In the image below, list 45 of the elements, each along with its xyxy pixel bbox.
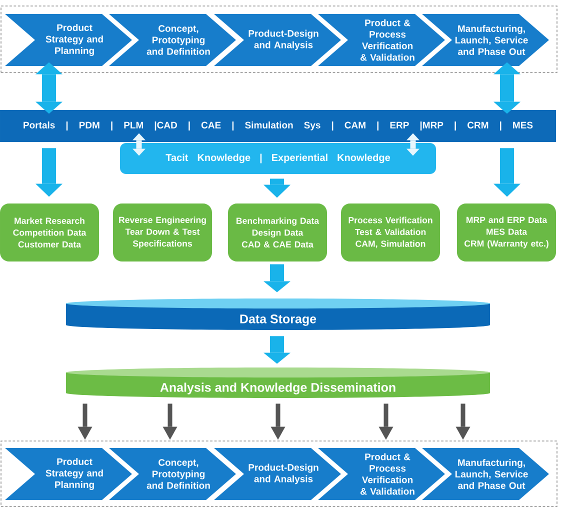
arrow [270, 404, 286, 440]
node-label: Concept, Prototyping and Definition [146, 25, 210, 55]
chevron-step: Concept, Prototyping and Definition [109, 14, 236, 66]
chevron-step: Product Strategy and Planning [5, 14, 132, 66]
chevron-step: Manufacturing, Launch, Service and Phase Out [422, 14, 549, 66]
node-label: Manufacturing, Launch, Service and Phase Out [455, 25, 528, 55]
node-label: Concept, Prototyping and Definition [146, 459, 210, 489]
data-card: Market Research Competition Data Customer Data [0, 203, 99, 262]
dashed-frame [0, 6, 558, 73]
chevron-step: Product-Design and Analysis [214, 14, 341, 66]
data-card: MRP and ERP Data MES Data CRM (Warranty etc.) [457, 203, 556, 262]
node-label: Product & Process Verification & Validation [360, 453, 414, 495]
node-label: Manufacturing, Launch, Service and Phase Out [455, 458, 528, 489]
arrow [36, 148, 62, 197]
chevron-step: Product & Process Verification & Validation [318, 448, 445, 500]
disc-band: Data Storage [66, 298, 490, 330]
data-card: Process Verification Test & Validation CAM, Simulation [341, 203, 440, 262]
double-arrow [406, 133, 420, 156]
chevron-step: Product & Process Verification & Validation [318, 14, 445, 66]
chevron-step: Manufacturing, Launch, Service and Phase Out [422, 448, 549, 500]
arrow [456, 404, 470, 440]
arrow [78, 404, 92, 440]
disc-band: Analysis and Knowledge Dissemination [66, 367, 490, 398]
node-label: Product Strategy and Planning [46, 458, 103, 490]
dashed-frame [0, 440, 558, 507]
rounded-box: Tacit Knowledge | Experiential Knowledge [120, 143, 436, 174]
arrow [264, 178, 290, 198]
arrow [264, 264, 290, 292]
arrow [264, 336, 290, 364]
data-card: Benchmarking Data Design Data CAD & CAE Data [228, 203, 327, 262]
arrow [494, 148, 520, 197]
arrow [378, 404, 394, 440]
chevron-step: Product Strategy and Planning [5, 448, 132, 500]
node-label: Product Strategy and Planning [46, 24, 103, 56]
arrow [162, 404, 178, 440]
double-arrow [132, 133, 146, 156]
data-card: Reverse Engineering Tear Down & Test Specifications [113, 203, 212, 262]
double-arrow [36, 62, 62, 114]
banner-bar: Portals | PDM | PLM |CAD | CAE | Simulation Sys | CAM | ERP |MRP | CRM | MES [0, 110, 556, 142]
node-label: Product & Process Verification & Validation [360, 19, 414, 61]
chevron-step: Product-Design and Analysis [214, 448, 341, 500]
double-arrow [494, 62, 520, 114]
node-label: Product-Design and Analysis [248, 464, 318, 484]
chevron-step: Concept, Prototyping and Definition [109, 448, 236, 500]
node-label: Product-Design and Analysis [248, 30, 318, 50]
